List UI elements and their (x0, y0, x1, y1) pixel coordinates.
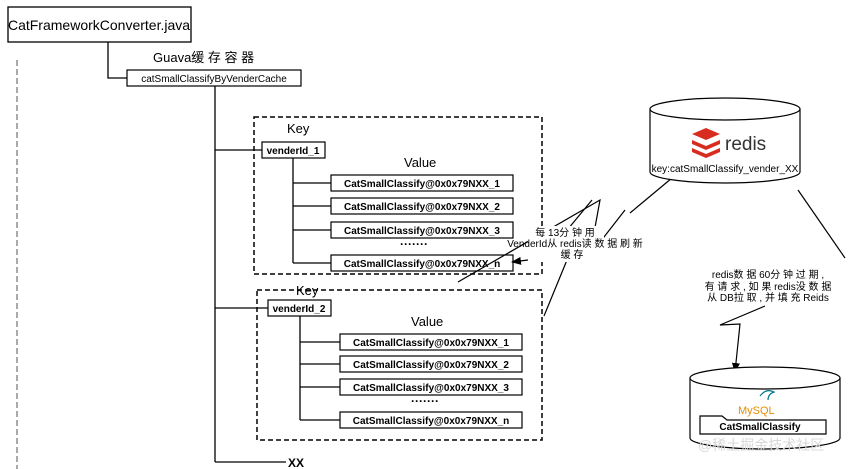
refresh-note: 每 13分 钟 用 VenderId从 redis读 数 据 刷 新 缓 存 (507, 226, 643, 262)
group2-value-label: Value (411, 314, 443, 329)
group2-dashed-frame (256, 289, 543, 441)
group1-value-2: CatSmallClassify@0x0x79NXX_2 (344, 202, 500, 213)
group1-value-label: Value (404, 155, 436, 170)
expire-note-line-2: 有 请 求 , 如 果 redis没 数 据 (705, 280, 832, 293)
group1-value-box-1 (330, 174, 514, 192)
group1-dashed-frame (253, 116, 543, 275)
refresh-note-line-3: 缓 存 (561, 248, 584, 261)
group1-value-n: CatSmallClassify@0x0x79NXX_n (344, 259, 501, 270)
group2-value-3: CatSmallClassify@0x0x79NXX_3 (353, 383, 509, 394)
expire-note: redis数 据 60分 钟 过 期 , 有 请 求 , 如 果 redis没 … (705, 268, 832, 304)
group1-key: venderId_1 (267, 146, 320, 157)
refresh-note-line-2: VenderId从 redis读 数 据 刷 新 (507, 237, 643, 250)
group2-value-box-2 (339, 355, 523, 373)
group-venderid-1: Key venderId_1 Value CatSmallClassify@0x… (253, 116, 543, 275)
expire-to-mysql-arrow (719, 305, 766, 373)
group1-value-box-3 (330, 221, 514, 239)
container-label: Guava缓 存 容 器 (153, 50, 254, 65)
redis-to-expire-line (797, 189, 846, 259)
group1-key-box (261, 141, 326, 159)
group2-key-box (267, 299, 332, 317)
expire-note-line-1: redis数 据 60分 钟 过 期 , (712, 268, 824, 281)
group1-value-box-2 (330, 197, 514, 215)
cache-label: catSmallClassifyByVenderCache (141, 74, 287, 85)
group1-ellipsis: ······· (400, 237, 428, 251)
group2-ellipsis: ······· (411, 394, 439, 408)
redis-logo-icon (692, 128, 720, 158)
mysql-table-tab (699, 415, 827, 435)
group2-key: venderId_2 (273, 304, 326, 315)
group2-value-2: CatSmallClassify@0x0x79NXX_2 (353, 360, 509, 371)
group2-value-box-3 (339, 378, 523, 396)
group1-value-1: CatSmallClassify@0x0x79NXX_1 (344, 179, 500, 190)
redis-key-label: key:catSmallClassify_vender_XX (652, 164, 799, 175)
group1-key-label: Key (287, 121, 310, 136)
group2-value-n: CatSmallClassify@0x0x79NXX_n (353, 416, 510, 427)
mysql-logo-icon (759, 390, 776, 401)
root-node: CatFrameworkConverter.java (7, 6, 192, 43)
root-label: CatFrameworkConverter.java (8, 17, 190, 33)
group2-key-label: Key (296, 283, 319, 298)
cache-node: catSmallClassifyByVenderCache (126, 69, 302, 87)
tree-connectors (107, 42, 340, 463)
refresh-note-line-1: 每 13分 钟 用 (535, 226, 594, 239)
group2-value-box-n (339, 411, 523, 429)
expire-note-line-3: 从 DB拉 取 , 并 填 充 Reids (707, 291, 829, 304)
xx-label: XX (288, 456, 304, 469)
redis-logo-text: redis (725, 134, 766, 155)
group2-value-box-1 (339, 333, 523, 351)
mysql-table-label: CatSmallClassify (719, 422, 801, 433)
redis-cylinder: redis key:catSmallClassify_vender_XX (649, 97, 801, 184)
watermark: @稀土掘金技术社区 (698, 437, 824, 453)
group1-value-3: CatSmallClassify@0x0x79NXX_3 (344, 226, 500, 237)
mysql-logo-text: MySQL (738, 405, 775, 417)
group2-value-1: CatSmallClassify@0x0x79NXX_1 (353, 338, 509, 349)
mysql-cylinder: MySQL CatSmallClassify (689, 366, 841, 450)
group-venderid-2: Key venderId_2 Value CatSmallClassify@0x… (256, 283, 543, 441)
